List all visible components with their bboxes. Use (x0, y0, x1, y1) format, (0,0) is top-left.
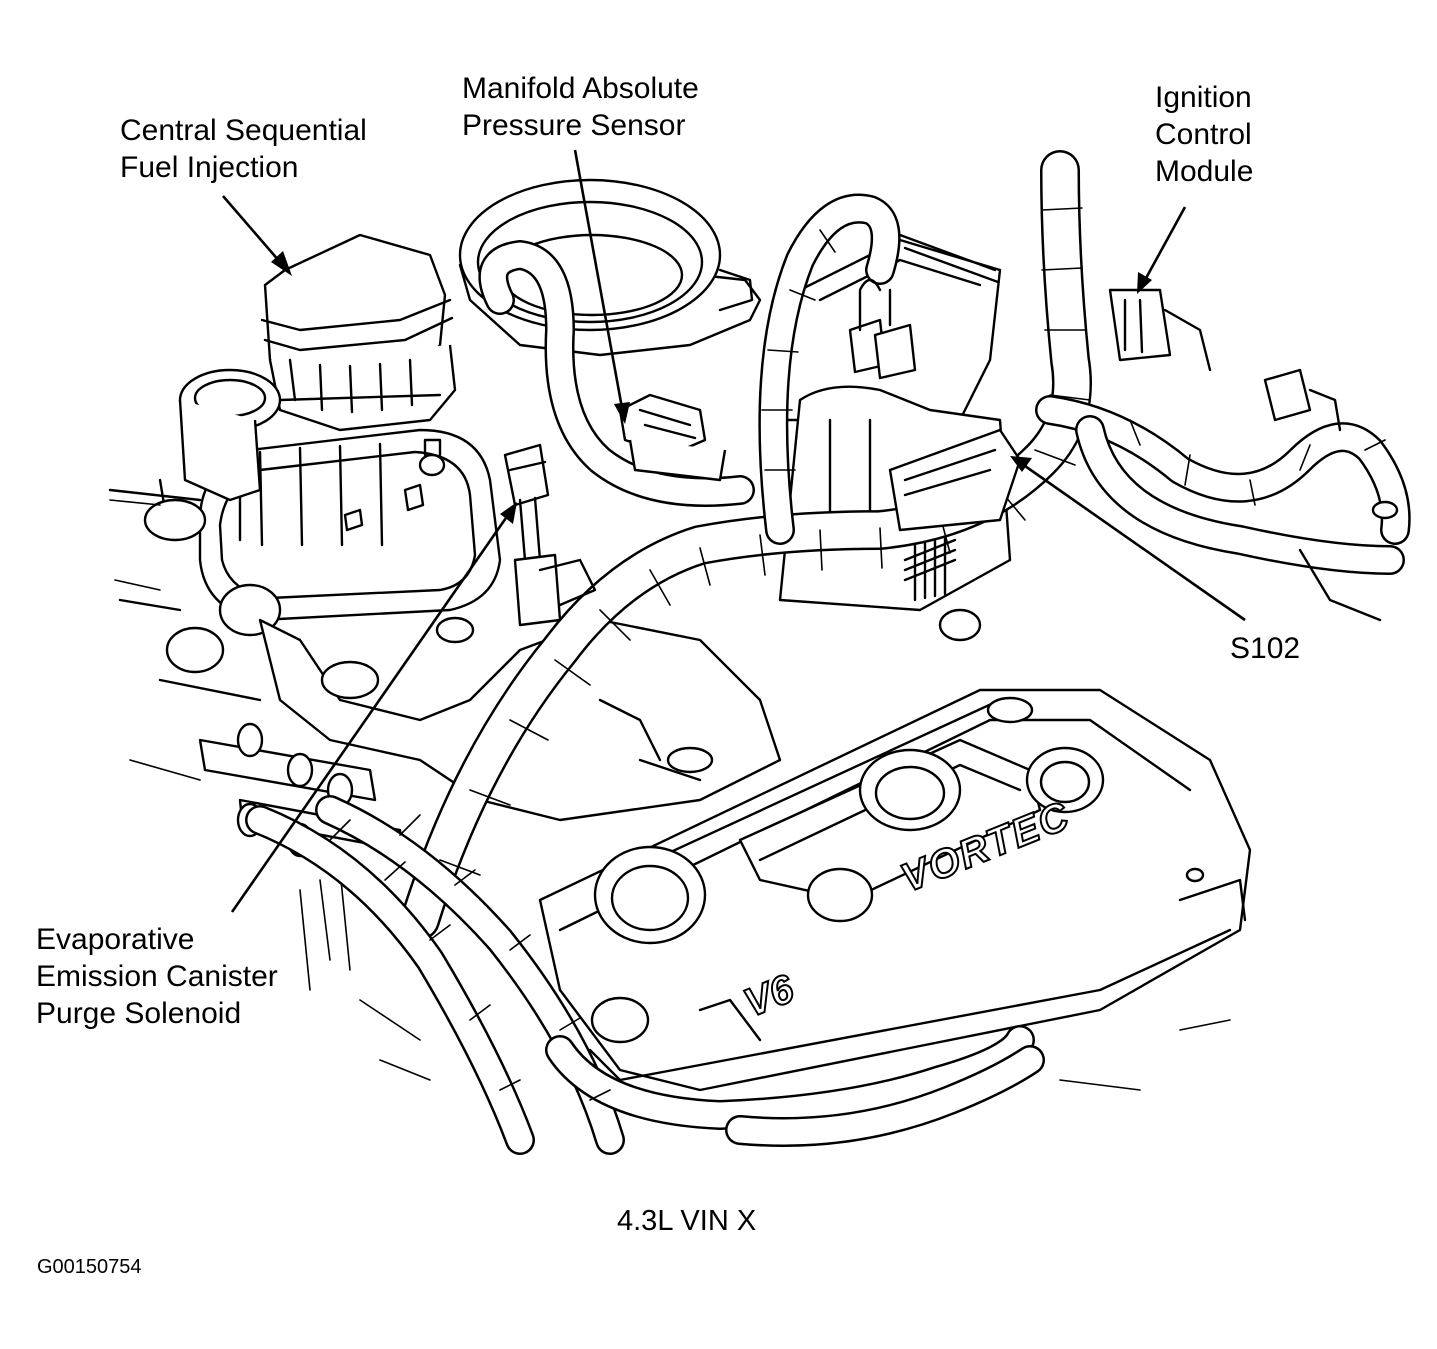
linkage-left (108, 368, 282, 702)
label-csfi: Central Sequential Fuel Injection (120, 112, 367, 186)
label-icm-line1: Ignition (1155, 81, 1252, 114)
figure-id: G00150754 (37, 1256, 142, 1278)
label-evap-line2: Emission Canister (36, 960, 278, 993)
valve-cover (538, 688, 1252, 1092)
label-icm-line2: Control (1155, 118, 1252, 151)
label-evap-line3: Purge Solenoid (36, 997, 242, 1030)
callout-arrows (222, 149, 1246, 913)
label-s102: S102 (1230, 632, 1301, 665)
harness-wraps (329, 207, 1386, 1101)
label-map-line1: Manifold Absolute (462, 72, 699, 105)
connectors (503, 278, 1342, 627)
label-icm: Ignition Control Module (1155, 79, 1253, 190)
label-csfi-line2: Fuel Injection (120, 151, 299, 184)
label-evap: Evaporative Emission Canister Purge Sole… (36, 921, 278, 1032)
coil-bracket (778, 233, 1012, 612)
label-map-line2: Pressure Sensor (462, 109, 686, 142)
label-icm-line3: Module (1155, 155, 1254, 188)
label-csfi-line1: Central Sequential (120, 114, 367, 147)
background-lines (109, 499, 1399, 1091)
throttle-body (458, 178, 762, 357)
figure-caption: 4.3L VIN X (617, 1205, 757, 1237)
wiring-harness-main (245, 150, 1411, 1155)
label-map-sensor: Manifold Absolute Pressure Sensor (462, 70, 699, 144)
csfi-unit (260, 233, 457, 432)
label-evap-line1: Evaporative (36, 923, 195, 956)
